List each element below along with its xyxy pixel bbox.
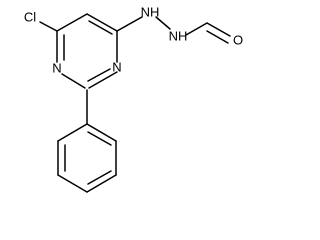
bond-c5-c4 <box>86 13 118 32</box>
atom-label-chlorine: Cl <box>24 10 36 25</box>
atom-label-ring-nitrogen-left: N <box>52 61 61 76</box>
bond-nh1-nh2 <box>155 16 171 30</box>
atom-label-hydrazine-nh-2: NH <box>169 29 188 44</box>
bond-ph3-ph4 <box>86 174 117 193</box>
bond-nh2-cho <box>185 22 208 36</box>
bond-c2-n1 <box>61 73 86 89</box>
atom-label-hydrazine-nh-1: NH <box>141 5 160 20</box>
bond-c6-cl <box>39 21 58 32</box>
formylhydrazine-chain <box>116 16 231 44</box>
phenyl-ring <box>57 123 117 193</box>
bond-ph6-ph1 <box>57 123 88 142</box>
bond-co-double-1 <box>206 22 231 37</box>
bond-co-double-2 <box>206 30 229 44</box>
bond-c5-c4-inner <box>88 20 113 35</box>
bond-ph1-ph2 <box>86 123 117 142</box>
bond-c6-c5 <box>56 13 88 32</box>
bond-n3-c2 <box>88 71 118 89</box>
structure-diagram: Cl N N NH NH O <box>24 5 243 193</box>
bond-c4-nh1 <box>116 16 143 32</box>
bond-n3-c2-inner <box>87 68 111 82</box>
atom-label-ring-nitrogen-right: N <box>112 60 121 75</box>
atom-label-carbonyl-oxygen: O <box>233 33 243 48</box>
pyrimidine-ring <box>56 13 118 89</box>
bond-ph3-ph4-inner <box>87 170 112 185</box>
bond-ph1-ph2-inner <box>87 131 112 146</box>
bond-ph4-ph5 <box>57 174 88 193</box>
